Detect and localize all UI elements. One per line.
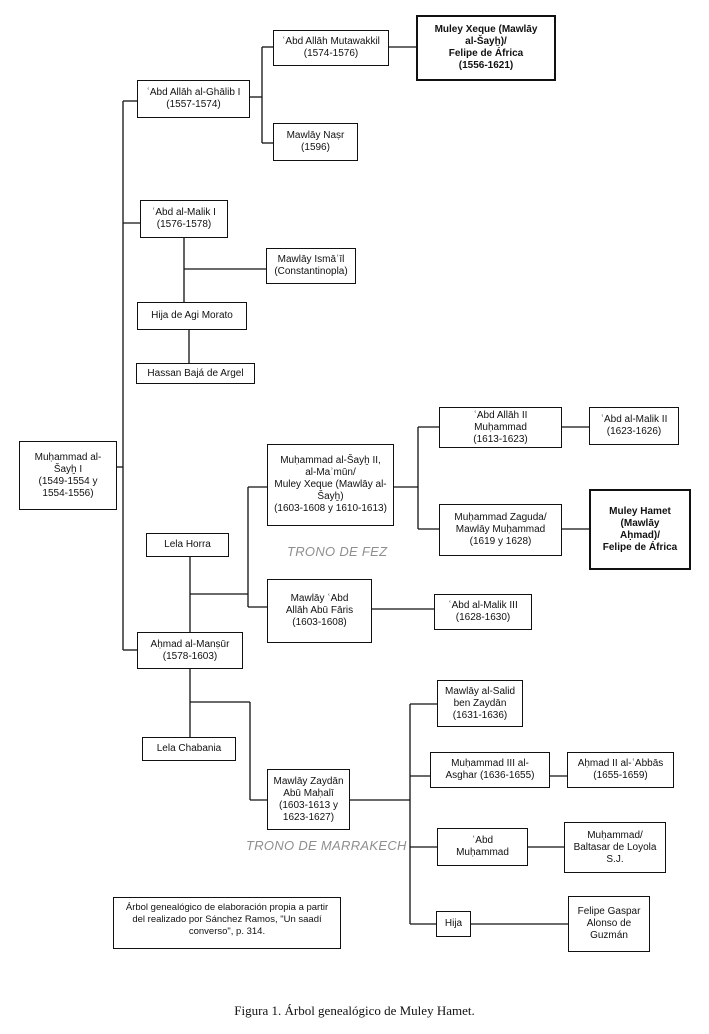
name: Mawlāy al-Salid ben Zaydān [444,685,516,709]
node-abd-muhammad: ʿAbd Muḥammad [437,828,528,866]
name: Muḥammad al-Šayḫ II, al-Maʾmūn/ Muley Xe… [274,455,387,502]
name: Muḥammad III al- Asghar (1636-1655) [445,758,535,781]
node-hija: Hija [436,911,471,937]
node-abd-allah-al-ghalib: ʿAbd Allāh al-Ghālib I (1557-1574) [137,80,250,118]
node-abd-allah-ii: ʿAbd Allāh II Muḥammad (1613-1623) [439,407,562,448]
name: Mawlāy Naṣr [286,130,345,141]
name: ʿAbd al-Malik I [152,207,216,218]
dates: (Constantinopla) [274,266,348,277]
dates: (1655-1659) [593,770,648,781]
name: Felipe Gaspar Alonso de Guzmán [577,906,641,941]
node-mawlay-ismail: Mawlāy Ismāʿīl (Constantinopla) [266,248,356,284]
node-muley-hamet: Muley Hamet (Mawlāy Aḥmad)/ Felipe de Áf… [589,489,691,570]
node-lela-horra: Lela Horra [146,533,229,557]
figure-caption: Figura 1. Árbol genealógico de Muley Ham… [234,1003,475,1018]
name: ʿAbd Muḥammad [456,835,509,858]
node-muhammad-al-sayh-ii: Muḥammad al-Šayḫ II, al-Maʾmūn/ Muley Xe… [267,444,394,526]
name: Lela Chabania [156,743,222,754]
name: Mawlāy ʿAbd Allāh Abū Fāris [285,593,354,616]
node-muhammad-iii: Muḥammad III al- Asghar (1636-1655) [430,752,550,788]
node-mawlay-abd-allah-abu-faris: Mawlāy ʿAbd Allāh Abū Fāris (1603-1608) [267,579,372,643]
node-mawlay-zaydan: Mawlāy Zaydān Abū Maḥalī (1603-1613 y 16… [267,769,350,830]
dates: (1574-1576) [303,48,359,59]
dates: (1613-1623) [473,433,528,445]
name: Hija de Agi Morato [151,310,233,321]
name: Mawlāy Zaydān Abū Maḥalī [273,775,344,799]
name: Muley Hamet (Mawlāy Aḥmad)/ Felipe de Áf… [602,505,678,553]
name: Hija [444,918,463,929]
source-note: Árbol genealógico de elaboración propia … [113,897,341,949]
node-hija-agi-morato: Hija de Agi Morato [137,302,247,330]
dates: (1556-1621) [458,60,514,71]
node-lela-chabania: Lela Chabania [142,737,236,761]
dates: (1603-1613 y 1623-1627) [279,799,338,823]
name: Aḥmad al-Manṣūr [150,638,230,650]
dates: (1628-1630) [455,612,511,623]
dates: (1631-1636) [452,709,508,721]
dates: (1619 y 1628) [469,536,532,547]
name: ʿAbd Allāh Mutawakkil [282,36,380,47]
dates: (1603-1608 y 1610-1613) [274,503,387,514]
name: Muḥammad/ Baltasar de Loyola S.J. [573,829,657,865]
name: ʿAbd Allāh II Muḥammad [473,409,528,433]
section-label-marrakech: TRONO DE MARRAKECH [246,838,407,853]
name: Hassan Bajá de Argel [147,367,244,379]
name: Lela Horra [164,539,211,550]
node-muhammad-al-sayh-i: Muḥammad al- Šayḫ I (1549-1554 y 1554-15… [19,441,117,510]
name: Muḥammad al- Šayḫ I [34,451,102,475]
name: ʿAbd al-Malik III [448,600,518,611]
node-mawlay-nasr: Mawlāy Naṣr (1596) [273,123,358,161]
name: Muley Xeque (Mawlāy al-Šayḫ)/ Felipe de … [434,24,538,59]
node-abd-al-malik-ii: ʿAbd al-Malik II (1623-1626) [589,407,679,445]
dates: (1557-1574) [166,99,221,110]
node-abd-allah-mutawakkil: ʿAbd Allāh Mutawakkil (1574-1576) [273,30,389,66]
node-ahmad-al-mansur: Aḥmad al-Manṣūr (1578-1603) [137,632,243,669]
name: ʿAbd Allāh al-Ghālib I [146,87,241,98]
node-felipe-gaspar: Felipe Gaspar Alonso de Guzmán [568,896,650,952]
name: Muḥammad Zaguda/ Mawlāy Muḥammad [454,512,547,535]
name: Mawlāy Ismāʿīl [277,254,345,265]
dates: (1596) [301,142,330,153]
node-muhammad-baltasar: Muḥammad/ Baltasar de Loyola S.J. [564,822,666,873]
name: Aḥmad II al-ʿAbbās [577,758,664,769]
node-hassan-baja: Hassan Bajá de Argel [136,363,255,384]
node-abd-al-malik-iii: ʿAbd al-Malik III (1628-1630) [434,594,532,630]
name: ʿAbd al-Malik II [600,414,668,425]
node-muley-xeque-felipe: Muley Xeque (Mawlāy al-Šayḫ)/ Felipe de … [416,15,556,81]
section-label-fez: TRONO DE FEZ [287,544,388,559]
node-ahmad-ii: Aḥmad II al-ʿAbbās (1655-1659) [567,752,674,788]
dates: (1576-1578) [156,219,212,230]
node-mawlay-al-salid: Mawlāy al-Salid ben Zaydān (1631-1636) [437,680,523,727]
dates: (1623-1626) [606,426,662,437]
dates: (1578-1603) [162,650,218,662]
node-abd-al-malik-i: ʿAbd al-Malik I (1576-1578) [140,200,228,238]
dates: (1603-1608) [292,617,347,628]
node-muhammad-zaguda: Muḥammad Zaguda/ Mawlāy Muḥammad (1619 y… [439,504,562,556]
dates: (1549-1554 y 1554-1556) [38,475,98,499]
